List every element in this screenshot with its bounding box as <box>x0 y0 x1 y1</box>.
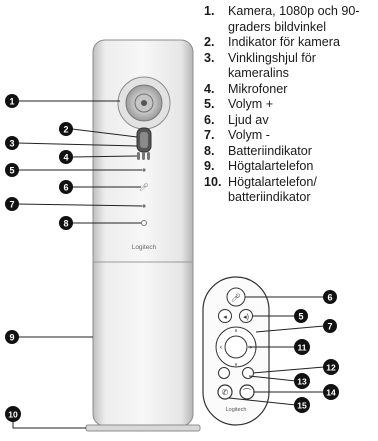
remote-preset-left-icon <box>218 367 230 379</box>
callout-9: 9 <box>5 330 19 344</box>
remote-control: 🎤︎ ◂ ◂) ∧ ∨ < > ✆ ⌒ Logitech <box>202 276 270 426</box>
callout-5: 5 <box>5 163 19 177</box>
legend-item: 10.Högtalartelefon/ batteriindikator <box>204 174 317 205</box>
remote-callout-15: 15 <box>294 397 310 413</box>
conferencecam-body <box>85 39 201 432</box>
legend-item: 9.Högtalartelefon <box>204 159 314 173</box>
callout-3: 3 <box>5 136 19 150</box>
remote-callout-14: 14 <box>323 384 339 400</box>
svg-text:7: 7 <box>327 322 332 332</box>
callout-10: 10 <box>5 406 21 422</box>
volume-down-icon <box>142 204 146 208</box>
remote-answer-call-icon <box>217 384 233 400</box>
svg-text:9: 9 <box>9 333 14 343</box>
microphones-icon <box>137 152 150 160</box>
callout-1: 1 <box>5 94 19 108</box>
callout-4: 4 <box>59 150 73 164</box>
callout-8: 8 <box>59 216 73 230</box>
svg-text:⌒: ⌒ <box>243 388 251 397</box>
svg-text:2: 2 <box>63 125 68 135</box>
remote-callout-5: 5 <box>294 309 308 323</box>
mute-icon: 🎤︎ <box>139 183 149 192</box>
svg-text:3: 3 <box>9 139 14 149</box>
svg-text:◂: ◂ <box>223 314 227 321</box>
remote-callout-12: 12 <box>323 359 339 375</box>
callout-2: 2 <box>59 122 73 136</box>
svg-text:15: 15 <box>297 401 307 411</box>
svg-text:8: 8 <box>63 219 68 229</box>
svg-text:🎤︎: 🎤︎ <box>231 294 241 303</box>
remote-callout-11: 11 <box>294 339 310 355</box>
legend-item: 7.Volym - <box>204 128 270 142</box>
svg-text:∨: ∨ <box>234 362 238 368</box>
svg-text:◂): ◂) <box>243 314 249 321</box>
legend-item: 1.Kamera, 1080p och 90-graders bildvinke… <box>204 4 360 34</box>
svg-text:7: 7 <box>9 200 14 210</box>
remote-volume-down-icon <box>218 309 232 323</box>
svg-text:6: 6 <box>327 293 332 303</box>
svg-text:1: 1 <box>9 97 14 107</box>
legend-item: 3.Vinklingshjul för kameralins <box>204 50 316 81</box>
svg-text:10: 10 <box>8 410 18 420</box>
svg-text:∧: ∧ <box>234 328 238 334</box>
battery-indicator-icon <box>141 220 147 226</box>
svg-text:11: 11 <box>298 343 307 353</box>
svg-text:4: 4 <box>63 153 68 163</box>
svg-text:✆: ✆ <box>222 388 229 397</box>
callout-7: 7 <box>5 197 19 211</box>
svg-text:14: 14 <box>326 388 336 398</box>
svg-text:5: 5 <box>9 166 14 176</box>
svg-text:13: 13 <box>297 377 307 387</box>
remote-callout-7: 7 <box>323 319 337 333</box>
svg-text:<: < <box>220 345 223 351</box>
remote-preset-right-icon <box>242 367 254 379</box>
remote-callout-6: 6 <box>323 290 337 304</box>
svg-text:>: > <box>250 345 253 351</box>
svg-text:6: 6 <box>63 183 68 193</box>
svg-text:12: 12 <box>326 363 336 373</box>
camera-lens-icon <box>117 76 171 130</box>
remote-callout-13: 13 <box>294 373 310 389</box>
svg-text:5: 5 <box>298 312 303 322</box>
brand-logo: Logitech <box>132 244 157 251</box>
legend-list: 1.Kamera, 1080p och 90-graders bildvinke… <box>204 4 376 206</box>
legend-item: 5.Volym + <box>204 97 274 111</box>
volume-up-icon <box>142 168 146 172</box>
legend-item: 8.Batteriindikator <box>204 143 312 158</box>
remote-brand-logo: Logitech <box>226 407 247 413</box>
callout-6: 6 <box>59 180 73 194</box>
legend-item: 4.Mikrofoner <box>204 81 288 96</box>
legend-item: 2.Indikator för kamera <box>204 35 340 49</box>
legend-item: 6.Ljud av <box>204 112 269 127</box>
